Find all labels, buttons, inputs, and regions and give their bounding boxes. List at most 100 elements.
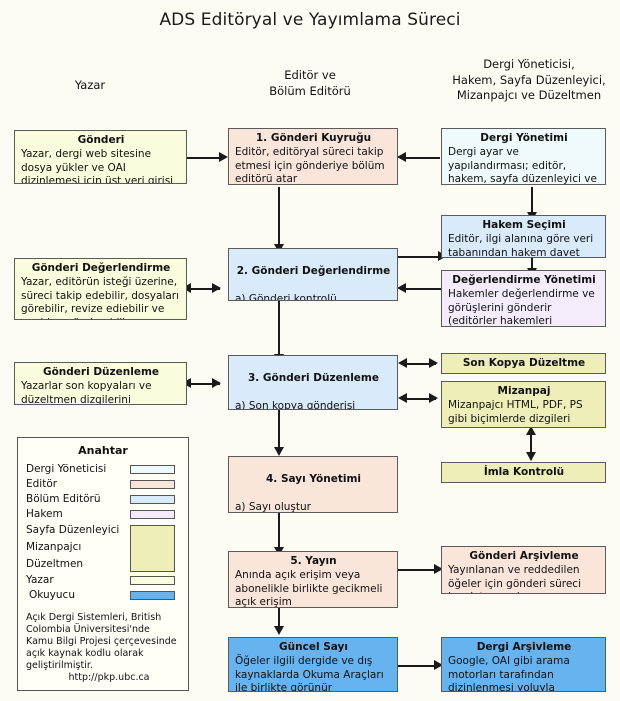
box-yayin[interactable]: 5. Yayın Anında açık erişim veya aboneli… <box>228 551 398 608</box>
arrow-author-duz-head-right <box>212 378 221 388</box>
box-hakem-secimi-body: Editör, ilgi alanına göre veri tabanında… <box>448 233 594 258</box>
column-header-others-line2: Hakem, Sayfa Düzenleyici, <box>452 72 606 87</box>
arrow-duz-to-sayi-line <box>278 409 280 449</box>
legend-swatch-hakem <box>130 510 175 519</box>
box-sayi-yonetimi-body: a) Sayı oluştur b) Yayımlanacak gönderil… <box>235 501 311 513</box>
legend-label: Editör <box>26 478 58 490</box>
arrow-sayi-to-yayin-line <box>278 512 280 550</box>
box-dergi-yonetimi[interactable]: Dergi Yönetimi Dergi ayar ve yapılandırm… <box>441 128 606 185</box>
box-degerlendirme-yonetimi[interactable]: Değerlendirme Yönetimi Hakemler değerlen… <box>441 270 606 327</box>
box-gonderi-duzenleme-body: a) Son kopya gönderisi b) Mizanpaj ve bi… <box>235 400 356 410</box>
box-gonderi-kuyrugu[interactable]: 1. Gönderi Kuyruğu Editör, editöryal sür… <box>228 128 398 185</box>
legend-swatch-dergi-yoneticisi <box>130 465 175 474</box>
box-gonderi[interactable]: Gönderi Yazar, dergi web sitesine dosya … <box>14 130 187 184</box>
box-gonderi-kuyrugu-body: Editör, editöryal süreci takip etmesi iç… <box>235 146 385 185</box>
box-gonderi-degerlendirme-body: a) Gönderi kontrolü b) Hakemlik yönetimi… <box>235 293 337 301</box>
arrow-mizanpaj-imla-head-down <box>526 452 536 461</box>
legend-credit-url: http://pkp.ubc.ca <box>68 672 150 684</box>
box-dergi-arsivleme-body: Google, OAI gibi arama motorları tarafın… <box>448 655 570 692</box>
arrow-degyonetim-to-degerlendirme-head <box>397 283 406 293</box>
box-gonderi-duzenleme[interactable]: 3. Gönderi Düzenleme a) Son kopya gönder… <box>228 355 398 410</box>
box-dergi-arsivleme[interactable]: Dergi Arşivleme Google, OAI gibi arama m… <box>441 637 606 692</box>
arrow-yonetim-to-kuyrugu-head <box>397 152 406 162</box>
box-mizanpaj-title: Mizanpaj <box>497 385 551 397</box>
arrow-degyonetim-to-degerlendirme-line <box>400 288 442 290</box>
arrow-duz-sonkopya-head-right <box>429 358 438 368</box>
box-hakem-secimi-title: Hakem Seçimi <box>482 219 566 231</box>
arrow-gonderi-to-kuyrugu-line <box>187 157 220 159</box>
legend-label: Dergi Yöneticisi <box>26 463 107 475</box>
box-guncel-sayi[interactable]: Güncel Sayı Öğeler ilgili dergide ve dış… <box>228 637 398 692</box>
legend-credit-text: Açık Dergi Sistemleri, British Colombia … <box>26 612 177 671</box>
legend-label: Bölüm Editörü <box>26 493 101 505</box>
column-header-editor-line1: Editör ve <box>284 68 336 82</box>
box-yayin-body: Anında açık erişim veya abonelikle birli… <box>235 569 383 608</box>
legend-label: Mizanpajcı <box>26 541 82 553</box>
box-gonderi-duzenleme-author[interactable]: Gönderi Düzenleme Yazarlar son kopyaları… <box>14 362 187 405</box>
box-hakem-secimi[interactable]: Hakem Seçimi Editör, ilgi alanına göre v… <box>441 215 606 258</box>
arrow-deg-to-duzenleme-line <box>278 301 280 356</box>
arrow-kuyrugu-to-degerlendirme-line <box>278 187 280 246</box>
arrow-guncel-to-dergiarsiv-head <box>434 660 443 670</box>
arrow-duz-to-sayi-head <box>274 447 284 456</box>
column-header-others-line3: Mizanpajcı ve Düzeltmen <box>456 88 602 103</box>
column-header-author-line1: Yazar <box>74 78 106 92</box>
box-gonderi-duzenleme-author-body: Yazarlar son kopyaları ve düzeltmen dizg… <box>21 380 152 405</box>
box-degerlendirme-yonetimi-title: Değerlendirme Yönetimi <box>452 274 596 286</box>
box-guncel-sayi-title: Güncel Sayı <box>279 641 348 653</box>
arrow-yonetim-to-hakem-line <box>531 187 533 214</box>
legend-item-hakem: Hakem <box>26 507 180 522</box>
box-guncel-sayi-body: Öğeler ilgili dergide ve dış kaynaklarda… <box>235 655 384 692</box>
arrow-author-deg-head-right <box>212 283 221 293</box>
arrow-duz-mizanpaj-head-right <box>429 393 438 403</box>
legend-label: Yazar <box>26 574 54 586</box>
legend-panel: Anahtar Dergi Yöneticisi Editör Bölüm Ed… <box>17 437 189 691</box>
arrow-author-deg-line <box>190 288 220 290</box>
box-gonderi-arsivleme[interactable]: Gönderi Arşivleme Yayınlanan ve reddedil… <box>441 546 606 594</box>
box-gonderi-duzenleme-author-title: Gönderi Düzenleme <box>42 366 160 378</box>
arrow-yayin-to-arsiv-line <box>398 569 440 571</box>
box-gonderi-degerlendirme-author-title: Gönderi Değerlendirme <box>31 262 171 274</box>
box-gonderi-arsivleme-body: Yayınlanan ve reddedilen öğeler için gön… <box>448 564 581 593</box>
arrow-degerlendirme-to-hakem-line <box>398 256 442 258</box>
box-gonderi-kuyrugu-title: 1. Gönderi Kuyruğu <box>255 132 372 144</box>
legend-credit: Açık Dergi Sistemleri, British Colombia … <box>26 612 180 684</box>
box-gonderi-arsivleme-title: Gönderi Arşivleme <box>469 550 579 562</box>
arrow-gonderi-to-kuyrugu-head <box>219 152 228 162</box>
box-sayi-yonetimi-title: 4. Sayı Yönetimi <box>266 473 361 486</box>
box-gonderi-title: Gönderi <box>77 134 125 146</box>
box-gonderi-degerlendirme[interactable]: 2. Gönderi Değerlendirme a) Gönderi kont… <box>228 248 398 301</box>
legend-item-sayfa-duzenleyici: Sayfa Düzenleyici <box>26 522 180 572</box>
arrow-mizanpaj-imla-head-up <box>526 426 536 435</box>
legend-swatch-okuyucu <box>130 591 175 600</box>
box-yayin-title: 5. Yayın <box>290 555 337 567</box>
legend-item-bolum-editoru: Bölüm Editörü <box>26 492 180 507</box>
arrow-mizanpaj-imla-line <box>530 428 532 460</box>
box-son-kopya-duzeltme[interactable]: Son Kopya Düzeltme <box>441 353 606 374</box>
arrow-hakem-to-degyonetim-line <box>531 256 533 271</box>
arrow-duz-sonkopya-head-left <box>398 358 407 368</box>
legend-swatch-editor <box>130 480 175 489</box>
legend-label: Sayfa Düzenleyici <box>26 524 120 536</box>
page-title: ADS Editöryal ve Yayımlama Süreci <box>159 10 461 30</box>
box-gonderi-degerlendirme-author-body: Yazar, editörün isteği üzerine, süreci t… <box>21 276 180 319</box>
legend-label: Okuyucu <box>29 589 75 601</box>
box-gonderi-degerlendirme-author[interactable]: Gönderi Değerlendirme Yazar, editörün is… <box>14 258 187 320</box>
box-degerlendirme-yonetimi-body: Hakemler değerlendirme ve görüşlerini gö… <box>448 288 595 327</box>
box-gonderi-degerlendirme-title: 2. Gönderi Değerlendirme <box>236 265 391 278</box>
box-gonderi-duzenleme-title: 3. Gönderi Düzenleme <box>247 372 379 385</box>
legend-title: Anahtar <box>78 444 128 457</box>
column-header-editor-line2: Bölüm Editörü <box>269 83 351 98</box>
legend-label: Düzeltmen <box>26 558 84 570</box>
box-mizanpaj[interactable]: Mizanpaj Mizanpajcı HTML, PDF, PS gibi b… <box>441 381 606 428</box>
legend-swatch-yazar <box>130 576 175 585</box>
box-imla-kontrolu[interactable]: İmla Kontrolü <box>441 462 606 483</box>
arrow-yayin-to-arsiv-head <box>434 564 443 574</box>
box-mizanpaj-body: Mizanpajcı HTML, PDF, PS gibi biçimlerde… <box>448 399 583 427</box>
box-sayi-yonetimi[interactable]: 4. Sayı Yönetimi a) Sayı oluştur b) Yayı… <box>228 456 398 513</box>
legend-item-editor: Editör <box>26 477 180 492</box>
box-dergi-yonetimi-body: Dergi ayar ve yapılandırması; editör, ha… <box>448 146 597 185</box>
legend-item-dergi-yoneticisi: Dergi Yöneticisi <box>26 462 180 477</box>
arrow-duz-mizanpaj-line <box>406 398 436 400</box>
